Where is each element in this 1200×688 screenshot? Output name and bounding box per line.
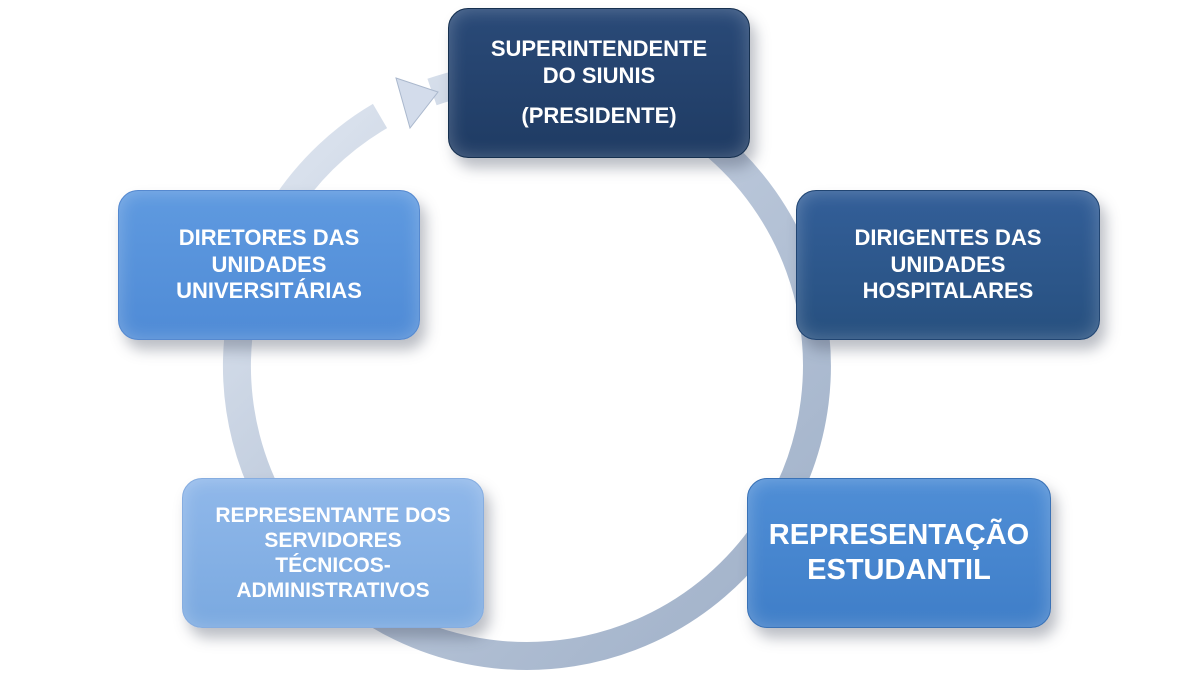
node-superintendente-line2: DO SIUNIS [542, 62, 656, 88]
node-servidores: REPRESENTANTE DOS SERVIDORES TÉCNICOS- A… [182, 478, 484, 628]
node-servidores-line3: TÉCNICOS- [275, 554, 391, 577]
node-superintendente-line3: (PRESIDENTE) [521, 103, 677, 129]
node-dirigentes-line2: UNIDADES [890, 251, 1006, 277]
node-superintendente-line1: SUPERINTENDENTE [490, 36, 708, 62]
node-diretores-line3: UNIVERSITÁRIAS [176, 278, 362, 304]
node-estudantil-line1: REPRESENTAÇÃO [768, 519, 1030, 552]
node-servidores-line2: SERVIDORES [264, 528, 402, 552]
node-diretores-line1: DIRETORES DAS [178, 225, 360, 251]
node-estudantil-line2: ESTUDANTIL [807, 554, 991, 586]
node-servidores-line1: REPRESENTANTE DOS [215, 503, 451, 527]
cycle-arrow-head [395, 77, 439, 130]
node-estudantil: REPRESENTAÇÃO ESTUDANTIL [747, 478, 1051, 628]
node-diretores: DIRETORES DAS UNIDADES UNIVERSITÁRIAS [118, 190, 420, 340]
node-servidores-line4: ADMINISTRATIVOS [236, 579, 430, 603]
node-dirigentes-line3: HOSPITALARES [862, 278, 1034, 304]
node-diretores-line2: UNIDADES [211, 251, 327, 277]
node-dirigentes-line1: DIRIGENTES DAS [854, 225, 1042, 251]
node-superintendente: SUPERINTENDENTE DO SIUNIS (PRESIDENTE) [448, 8, 750, 158]
node-dirigentes: DIRIGENTES DAS UNIDADES HOSPITALARES [796, 190, 1100, 340]
